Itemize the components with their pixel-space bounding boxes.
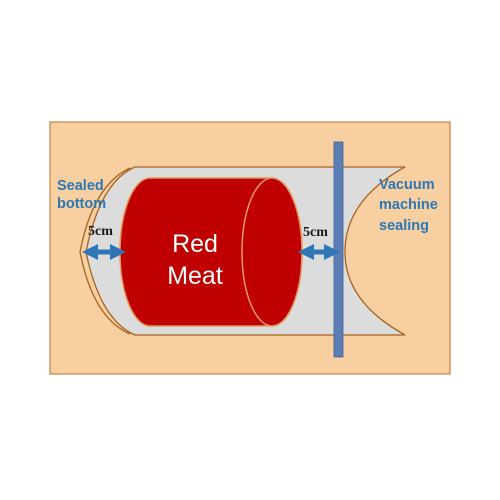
sealed-bottom-edge — [79, 167, 131, 335]
right-gap-label: 5cm — [303, 225, 328, 240]
sealed-bottom-label-line1: Sealed — [57, 178, 104, 194]
sealed-bottom-label-line2: bottom — [57, 196, 106, 212]
vacuum-sealing-label-line2: machine — [379, 197, 438, 213]
red-meat-label-line1: Red — [172, 230, 218, 258]
red-meat-end-face — [241, 177, 303, 327]
vacuum-sealing-label-line1: Vacuum — [379, 177, 435, 193]
red-meat-label-line2: Meat — [167, 262, 223, 290]
vacuum-sealing-label-line3: sealing — [379, 218, 429, 234]
left-gap-label: 5cm — [88, 224, 113, 239]
vacuum-seal-bar — [333, 141, 344, 358]
